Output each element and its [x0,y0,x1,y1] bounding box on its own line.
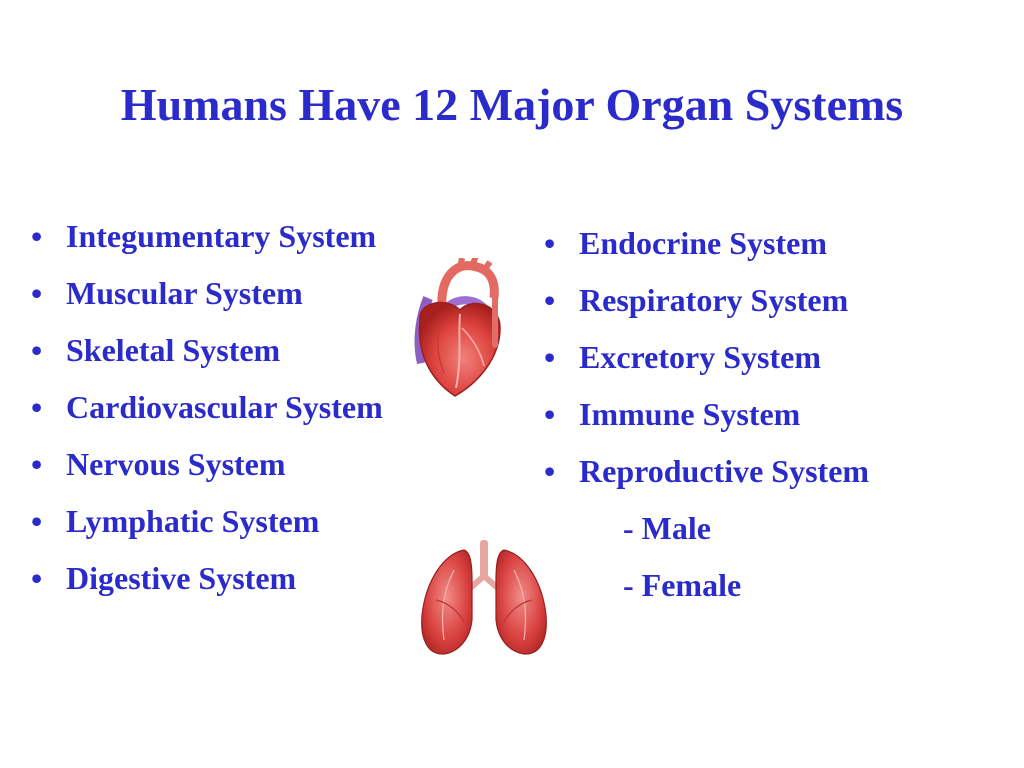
sub-list-item-label: - Female [623,567,742,603]
bullet: • [31,560,43,596]
list-item: • Respiratory System [544,272,869,329]
slide-title: Humans Have 12 Major Organ Systems [120,79,904,130]
list-item-label: Cardiovascular System [66,389,383,425]
bullet: • [544,282,556,318]
bullet: • [544,396,556,432]
list-item: • Skeletal System [31,322,383,379]
list-item-label: Reproductive System [579,453,870,489]
list-item-label: Integumentary System [66,218,377,254]
list-item-label: Muscular System [66,275,303,311]
lungs-illustration [421,540,547,655]
left-bullet-list: • Integumentary System • Muscular System •… [31,208,383,607]
list-item-label: Excretory System [579,339,821,375]
bullet: • [31,275,43,311]
list-item: • Cardiovascular System [31,379,383,436]
list-item: • Lymphatic System [31,493,383,550]
sub-list-item-label: - Male [623,510,711,546]
list-item-label: Nervous System [66,446,286,482]
bullet: • [544,225,556,261]
list-item: • Digestive System [31,550,383,607]
list-item-label: Lymphatic System [66,503,320,539]
bullet: • [31,332,43,368]
list-item: • Reproductive System [544,443,870,500]
bullet: • [31,389,43,425]
sub-list-item: - Male [579,500,869,557]
list-item: • Nervous System [31,436,383,493]
list-item: • Muscular System [31,265,383,322]
bullet: • [544,339,556,375]
list-item-label: Respiratory System [579,282,849,318]
list-item-label: Immune System [579,396,801,432]
bullet: • [31,503,43,539]
list-item-label: Skeletal System [66,332,281,368]
list-item: • Integumentary System [31,208,383,265]
list-item-label: Digestive System [66,560,297,596]
list-item: • Endocrine System [544,215,869,272]
sub-list-item: - Female [579,557,869,614]
heart-illustration [414,258,501,397]
right-bullet-list: • Endocrine System • Respiratory System • E… [544,215,870,614]
list-item-label: Endocrine System [579,225,827,261]
bullet: • [31,446,43,482]
bullet: • [31,218,43,254]
bullet: • [544,453,556,489]
list-item: • Excretory System [544,329,869,386]
list-item: • Immune System [544,386,869,443]
